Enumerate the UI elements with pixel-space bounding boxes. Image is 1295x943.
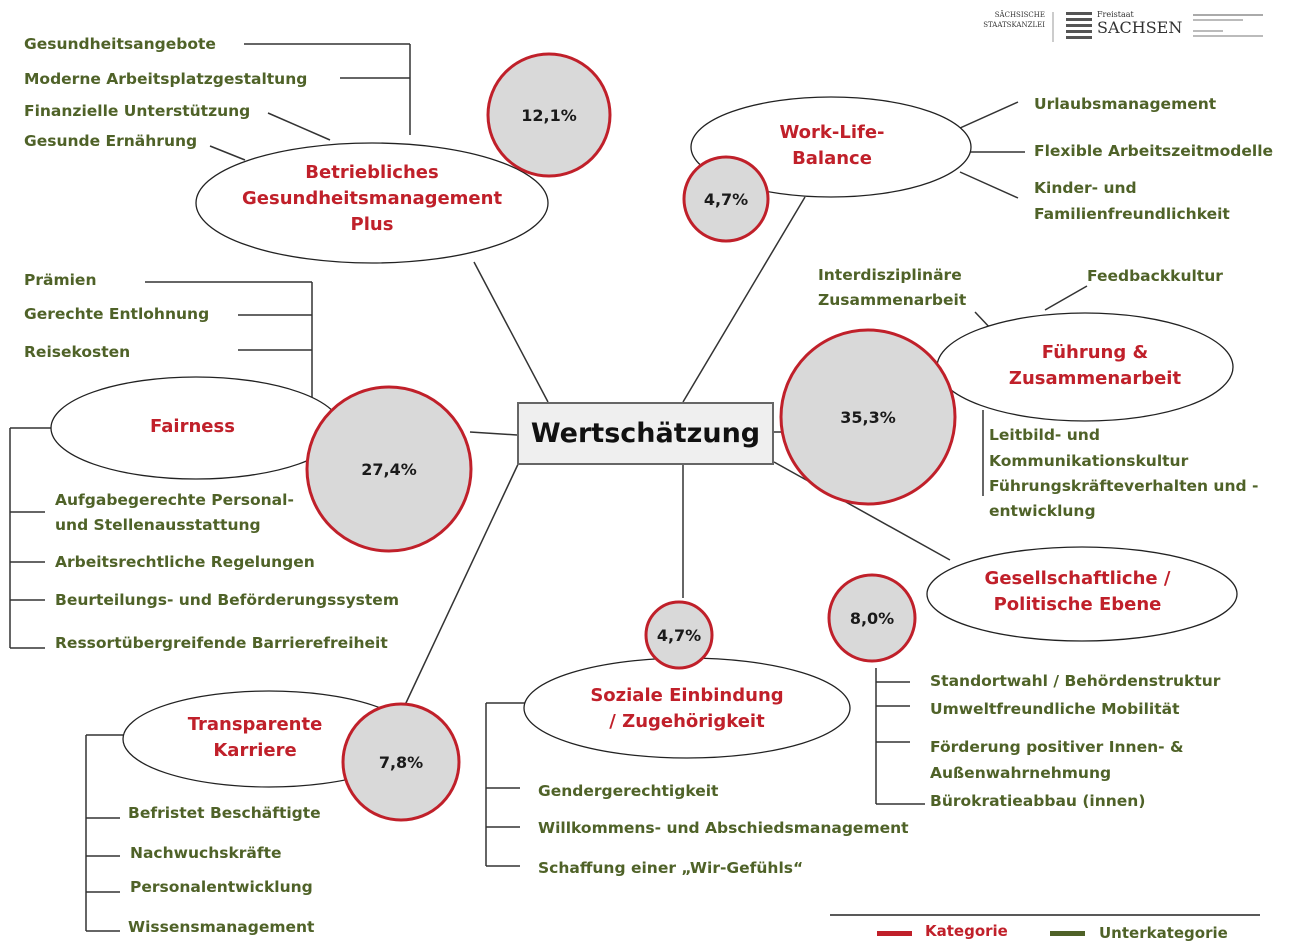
connector-gesellschaft (773, 461, 951, 561)
sub-sozial-gender: Gendergerechtigkeit (538, 782, 719, 800)
sub-fuehrung-leitbild: Leitbild- und (989, 426, 1100, 444)
sub-gesellschaft-aussenwahrnehmung: Außenwahrnehmung (930, 764, 1112, 782)
gesellschaft-ellipse (926, 546, 1238, 642)
fairness-circle (305, 385, 473, 553)
legend-category-swatch (877, 931, 912, 936)
freistaat-sachsen-logo: Freistaat SACHSEN (1097, 10, 1183, 37)
category-karriere-label: Transparente Karriere (187, 714, 323, 761)
wlb-ellipse (690, 96, 972, 198)
connector-wlb (682, 196, 806, 403)
category-bgm-label: Betriebliches Gesundheitsmanagement Plus (242, 162, 503, 235)
sachsen-coat-icon (1066, 12, 1092, 39)
gesellschaft-circle (827, 573, 917, 663)
category-gesellschaft-label: Gesellschaftliche / Politische Ebene (984, 568, 1171, 615)
percent-fairness: 27,4% (361, 460, 417, 479)
sub-fairness-barrierefreiheit: Ressortübergreifende Barrierefreiheit (55, 634, 388, 652)
percent-bgm: 12,1% (521, 106, 577, 125)
sub-fairness-reisekosten: Reisekosten (24, 343, 131, 361)
sub-bgm-gesunde-ernaehrung: Gesunde Ernährung (24, 132, 198, 150)
percent-karriere: 7,8% (378, 753, 424, 772)
sub-karriere-personalentwicklung: Personalentwicklung (130, 878, 313, 896)
karriere-circle (341, 702, 461, 822)
category-wlb-label: Work-Life- Balance (779, 122, 885, 169)
legend-category-label: Kategorie (925, 922, 1008, 940)
wlb-circle (682, 155, 770, 243)
sub-karriere-wissen: Wissensmanagement (128, 918, 315, 936)
sub-fairness-arbeitsrecht: Arbeitsrechtliche Regelungen (55, 553, 315, 571)
sub-fuehrung-feedbackkultur: Feedbackkultur (1087, 267, 1223, 285)
bgm-ellipse (195, 142, 549, 264)
category-sozial-label: Soziale Einbindung / Zugehörigkeit (590, 685, 784, 732)
connector-bgm (473, 261, 549, 403)
header-contact-block (1193, 14, 1263, 37)
category-fairness-label: Fairness (150, 416, 235, 437)
bgm-circle (486, 52, 612, 178)
sub-wlb-kinder: Kinder- und (1034, 179, 1137, 197)
sub-sozial-willkommen: Willkommens- und Abschiedsmanagement (538, 819, 909, 837)
sub-gesellschaft-foerderung: Förderung positiver Innen- & (930, 738, 1184, 756)
sozial-circle (644, 600, 714, 670)
percent-fuehrung: 35,3% (840, 408, 896, 427)
legend-subcategory-swatch (1050, 931, 1085, 936)
sub-wlb-flexible-arbeitszeit: Flexible Arbeitszeitmodelle (1034, 142, 1274, 160)
connector-fairness (469, 431, 518, 436)
sub-wlb-urlaubsmanagement: Urlaubsmanagement (1034, 95, 1217, 113)
sub-fairness-beurteilung: Beurteilungs- und Beförderungssystem (55, 591, 399, 609)
fuehrung-circle (779, 328, 957, 506)
sub-fairness-aufgabegerecht: Aufgabegerechte Personal- (55, 491, 294, 509)
sub-fairness-praemien: Prämien (24, 271, 97, 289)
sub-fairness-stellenausstattung: und Stellenausstattung (55, 516, 261, 534)
sub-karriere-befristet: Befristet Beschäftigte (128, 804, 321, 822)
sub-gesellschaft-mobilitaet: Umweltfreundliche Mobilität (930, 700, 1180, 718)
sub-gesellschaft-standortwahl: Standortwahl / Behördenstruktur (930, 672, 1221, 690)
sub-bgm-gesundheitsangebote: Gesundheitsangebote (24, 35, 216, 53)
sub-fuehrung-entwicklung: entwicklung (989, 502, 1096, 520)
percent-gesellschaft: 8,0% (849, 609, 895, 628)
sub-wlb-familienfreundlichkeit: Familienfreundlichkeit (1034, 205, 1230, 223)
sub-fuehrung-zusammenarbeit: Zusammenarbeit (818, 291, 967, 309)
sub-fuehrung-kommunikationskultur: Kommunikationskultur (989, 452, 1189, 470)
sub-bgm-finanzielle-unterstuetzung: Finanzielle Unterstützung (24, 102, 251, 120)
center-node: Wertschätzung (517, 402, 774, 465)
legend-subcategory-label: Unterkategorie (1099, 924, 1228, 942)
staatskanzlei-logo: SÄCHSISCHE STAATSKANZLEI (983, 11, 1045, 29)
sub-karriere-nachwuchs: Nachwuchskräfte (130, 844, 282, 862)
sub-fuehrung-interdisziplinaer: Interdisziplinäre (818, 266, 962, 284)
sub-fuehrung-fuehrungskraefte: Führungskräfteverhalten und - (989, 477, 1259, 495)
connector-karriere (404, 459, 521, 706)
sub-sozial-wirgefuehl: Schaffung einer „Wir-Gefühls“ (538, 859, 804, 877)
percent-wlb: 4,7% (703, 190, 749, 209)
sub-bgm-arbeitsplatzgestaltung: Moderne Arbeitsplatzgestaltung (24, 70, 308, 88)
percent-sozial: 4,7% (656, 626, 702, 645)
sub-fairness-entlohnung: Gerechte Entlohnung (24, 305, 210, 323)
category-fuehrung-label: Führung & Zusammenarbeit (1008, 342, 1182, 389)
sub-gesellschaft-buerokratie: Bürokratieabbau (innen) (930, 792, 1146, 810)
